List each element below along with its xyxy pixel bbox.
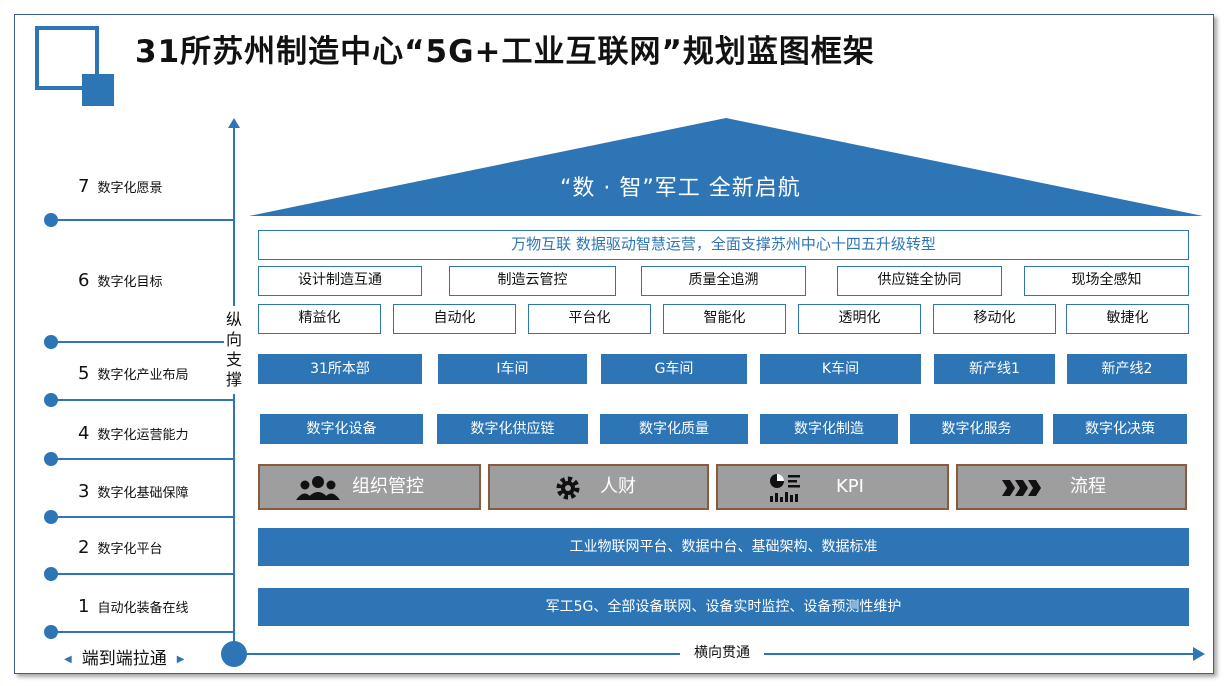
chevrons-icon bbox=[1002, 480, 1041, 496]
level-marker-dot bbox=[44, 213, 58, 227]
level-divider-line bbox=[52, 219, 234, 221]
level-marker-dot bbox=[44, 393, 58, 407]
goal-box: 制造云管控 bbox=[449, 266, 616, 296]
level-divider-line bbox=[52, 341, 234, 343]
end-to-end-label: ◀端到端拉通▶ bbox=[64, 649, 185, 669]
platform-bar: 工业物联网平台、数据中台、基础架构、数据标准 bbox=[258, 528, 1189, 566]
capability-box: 数字化设备 bbox=[260, 414, 423, 444]
page-title: 31所苏州制造中心“5G+工业互联网”规划蓝图框架 bbox=[135, 34, 875, 70]
horizontal-axis-label: 横向贯通 bbox=[680, 642, 764, 662]
industry-box: G车间 bbox=[601, 354, 747, 384]
industry-box: K车间 bbox=[760, 354, 921, 384]
axis-origin-dot bbox=[221, 641, 247, 667]
level-marker-dot bbox=[44, 567, 58, 581]
goal-box: 敏捷化 bbox=[1066, 304, 1189, 334]
foundation-label: KPI bbox=[836, 476, 864, 497]
goal-box: 平台化 bbox=[528, 304, 651, 334]
level-marker-dot bbox=[44, 625, 58, 639]
goal-box: 透明化 bbox=[798, 304, 921, 334]
gear-icon bbox=[556, 476, 580, 500]
horizontal-axis-arrow bbox=[1193, 647, 1205, 661]
industry-box: 31所本部 bbox=[258, 354, 422, 384]
level-divider-line bbox=[52, 458, 234, 460]
level-divider-line bbox=[52, 631, 234, 633]
capability-box: 数字化制造 bbox=[760, 414, 898, 444]
foundation-label: 人财 bbox=[600, 476, 636, 497]
goal-box: 自动化 bbox=[393, 304, 516, 334]
goal-box: 现场全感知 bbox=[1024, 266, 1189, 296]
people-icon bbox=[296, 476, 340, 500]
foundation-box-kpi: KPI bbox=[716, 464, 949, 510]
level-divider-line bbox=[52, 516, 234, 518]
capability-box: 数字化供应链 bbox=[437, 414, 588, 444]
industry-box: I车间 bbox=[438, 354, 587, 384]
vertical-axis-label: 纵向支撑 bbox=[224, 306, 244, 394]
vision-text: “数 · 智”军工 全新启航 bbox=[560, 176, 801, 201]
logo-square-outline bbox=[35, 26, 99, 90]
goal-box: 设计制造互通 bbox=[258, 266, 422, 296]
level-divider-line bbox=[52, 399, 234, 401]
diagram-frame bbox=[14, 14, 1214, 674]
foundation-box-hr-finance: 人财 bbox=[488, 464, 709, 510]
roof-triangle bbox=[249, 118, 1203, 216]
goal-box: 供应链全协同 bbox=[837, 266, 1002, 296]
goal-box: 质量全追溯 bbox=[641, 266, 806, 296]
level-marker-dot bbox=[44, 452, 58, 466]
foundation-label: 组织管控 bbox=[352, 476, 424, 497]
foundation-label: 流程 bbox=[1070, 476, 1106, 497]
level-marker-dot bbox=[44, 335, 58, 349]
goal-box: 智能化 bbox=[663, 304, 786, 334]
level-marker-dot bbox=[44, 510, 58, 524]
level-divider-line bbox=[52, 573, 234, 575]
vertical-axis-arrow bbox=[228, 118, 240, 128]
foundation-box-process: 流程 bbox=[956, 464, 1187, 510]
goal-box: 移动化 bbox=[933, 304, 1056, 334]
capability-box: 数字化服务 bbox=[910, 414, 1043, 444]
industry-box: 新产线2 bbox=[1067, 354, 1187, 384]
mission-banner: 万物互联 数据驱动智慧运营，全面支撑苏州中心十四五升级转型 bbox=[258, 230, 1189, 260]
arrow-right-icon: ▶ bbox=[176, 653, 185, 665]
arrow-left-icon: ◀ bbox=[64, 653, 72, 665]
foundation-box-org: 组织管控 bbox=[258, 464, 481, 510]
goal-box: 精益化 bbox=[258, 304, 381, 334]
industry-box: 新产线1 bbox=[934, 354, 1055, 384]
kpi-chart-icon bbox=[770, 474, 800, 502]
equipment-bar: 军工5G、全部设备联网、设备实时监控、设备预测性维护 bbox=[258, 588, 1189, 626]
logo-square-filled bbox=[82, 74, 114, 106]
capability-box: 数字化质量 bbox=[600, 414, 748, 444]
capability-box: 数字化决策 bbox=[1053, 414, 1187, 444]
